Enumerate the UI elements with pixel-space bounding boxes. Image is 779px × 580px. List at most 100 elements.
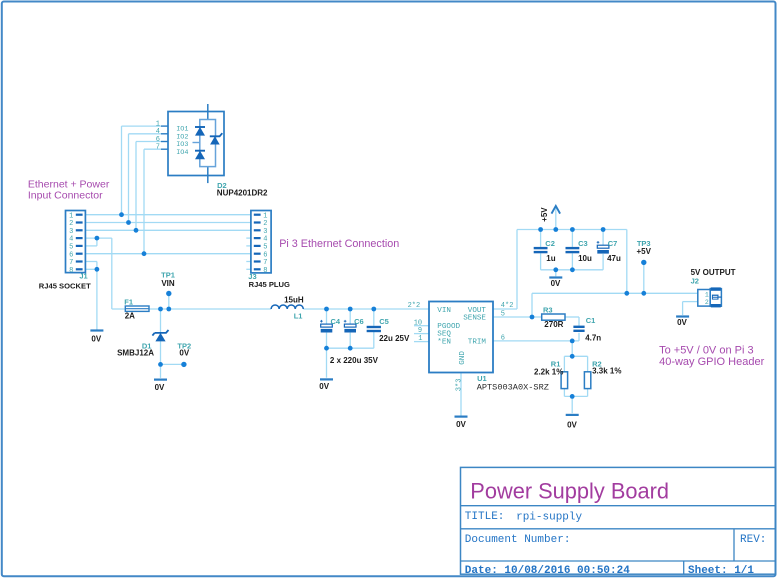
svg-text:IO3: IO3 [176, 141, 188, 149]
svg-text:Ethernet + Power: Ethernet + Power [28, 179, 110, 191]
svg-text:1: 1 [156, 121, 160, 129]
svg-text:0V: 0V [456, 420, 466, 429]
svg-text:C1: C1 [586, 316, 596, 325]
svg-text:Date: 10/08/2016 00:50:24: Date: 10/08/2016 00:50:24 [465, 565, 630, 577]
svg-text:2: 2 [263, 220, 267, 228]
svg-text:1: 1 [418, 335, 422, 343]
svg-text:IO1: IO1 [176, 126, 188, 134]
svg-text:0V: 0V [677, 318, 687, 327]
svg-text:TRIM: TRIM [468, 339, 487, 347]
svg-text:270R: 270R [544, 320, 563, 329]
svg-text:10: 10 [414, 319, 422, 327]
svg-text:4.7n: 4.7n [585, 333, 601, 342]
svg-text:F1: F1 [124, 297, 133, 306]
svg-text:IO2: IO2 [176, 133, 188, 141]
svg-text:Power Supply Board: Power Supply Board [470, 478, 669, 503]
svg-text:U1: U1 [477, 374, 487, 383]
svg-text:0V: 0V [319, 382, 329, 391]
svg-text:2.2k 1%: 2.2k 1% [534, 368, 563, 377]
svg-text:6: 6 [263, 251, 267, 259]
svg-text:6: 6 [501, 334, 505, 342]
svg-text:L1: L1 [294, 312, 303, 321]
svg-text:47u: 47u [607, 254, 621, 263]
svg-text:REV:: REV: [740, 534, 766, 546]
svg-text:R2: R2 [592, 360, 602, 369]
svg-text:Pi 3 Ethernet Connection: Pi 3 Ethernet Connection [279, 238, 399, 250]
svg-text:C7: C7 [608, 239, 618, 248]
svg-text:5V OUTPUT: 5V OUTPUT [691, 268, 736, 277]
svg-text:Document Number:: Document Number: [465, 534, 571, 546]
svg-text:10u: 10u [578, 254, 592, 263]
svg-text:SENSE: SENSE [463, 315, 486, 323]
svg-text:D2: D2 [217, 181, 227, 190]
svg-text:0V: 0V [179, 349, 189, 358]
svg-text:GND: GND [459, 351, 467, 365]
svg-text:C4: C4 [331, 317, 341, 326]
svg-text:9: 9 [418, 327, 422, 335]
svg-text:1u: 1u [546, 254, 555, 263]
svg-text:C6: C6 [354, 317, 364, 326]
svg-text:VIN: VIN [437, 307, 451, 315]
svg-text:IO4: IO4 [176, 149, 188, 157]
svg-text:15uH: 15uH [284, 295, 304, 304]
svg-text:2 x 220u 35V: 2 x 220u 35V [330, 356, 379, 365]
svg-text:2: 2 [705, 299, 709, 306]
svg-text:VOUT: VOUT [468, 307, 487, 315]
svg-text:D1: D1 [142, 341, 152, 350]
svg-text:2*2: 2*2 [408, 302, 421, 310]
svg-text:Input Connector: Input Connector [28, 189, 103, 201]
svg-text:1: 1 [69, 212, 73, 220]
svg-text:2A: 2A [125, 312, 135, 321]
svg-text:5: 5 [501, 311, 505, 319]
svg-text:3: 3 [263, 228, 267, 236]
svg-text:J2: J2 [691, 276, 699, 285]
svg-text:RJ45 SOCKET: RJ45 SOCKET [39, 281, 91, 290]
svg-text:TP2: TP2 [177, 341, 191, 350]
svg-text:5: 5 [69, 244, 73, 252]
svg-text:8: 8 [263, 267, 267, 275]
svg-text:3*3: 3*3 [456, 379, 464, 392]
svg-text:0V: 0V [551, 279, 561, 288]
svg-text:C3: C3 [578, 239, 588, 248]
svg-text:3: 3 [69, 228, 73, 236]
svg-text:3.3k 1%: 3.3k 1% [592, 367, 621, 376]
svg-text:7: 7 [263, 259, 267, 267]
svg-text:Sheet: 1/1: Sheet: 1/1 [688, 565, 754, 577]
svg-text:TITLE:: TITLE: [465, 511, 505, 523]
svg-text:To +5V / 0V on Pi 3: To +5V / 0V on Pi 3 [659, 345, 753, 357]
svg-text:0V: 0V [567, 421, 577, 430]
svg-text:4: 4 [156, 128, 160, 136]
svg-text:C2: C2 [545, 239, 555, 248]
svg-text:PGOOD: PGOOD [437, 323, 460, 331]
svg-text:6: 6 [69, 251, 73, 259]
svg-text:4: 4 [69, 236, 73, 244]
svg-text:4*2: 4*2 [501, 302, 514, 310]
svg-text:+5V: +5V [636, 247, 651, 256]
svg-text:SEQ: SEQ [437, 331, 451, 339]
svg-text:22u 25V: 22u 25V [379, 334, 410, 343]
svg-text:40-way GPIO Header: 40-way GPIO Header [659, 356, 764, 368]
svg-text:NUP4201DR2: NUP4201DR2 [217, 188, 268, 197]
svg-text:*EN: *EN [437, 339, 451, 347]
svg-text:J1: J1 [79, 272, 87, 281]
svg-text:1: 1 [263, 212, 267, 220]
svg-text:+5V: +5V [540, 207, 549, 222]
svg-text:J3: J3 [248, 272, 256, 281]
svg-text:TP1: TP1 [161, 270, 175, 279]
svg-text:VIN: VIN [161, 279, 175, 288]
svg-text:7: 7 [156, 144, 160, 152]
svg-text:APTS003A0X-SRZ: APTS003A0X-SRZ [477, 383, 549, 393]
svg-text:R3: R3 [543, 305, 553, 314]
svg-text:TP3: TP3 [637, 239, 651, 248]
svg-text:R1: R1 [551, 360, 561, 369]
svg-text:8: 8 [69, 267, 73, 275]
svg-text:2: 2 [69, 220, 73, 228]
svg-text:7: 7 [69, 259, 73, 267]
svg-text:0V: 0V [155, 383, 165, 392]
svg-text:1: 1 [705, 291, 709, 298]
svg-text:5: 5 [263, 244, 267, 252]
svg-text:4: 4 [263, 236, 267, 244]
svg-text:rpi-supply: rpi-supply [516, 512, 582, 524]
svg-text:SMBJ12A: SMBJ12A [117, 349, 154, 358]
svg-text:6: 6 [156, 136, 160, 144]
